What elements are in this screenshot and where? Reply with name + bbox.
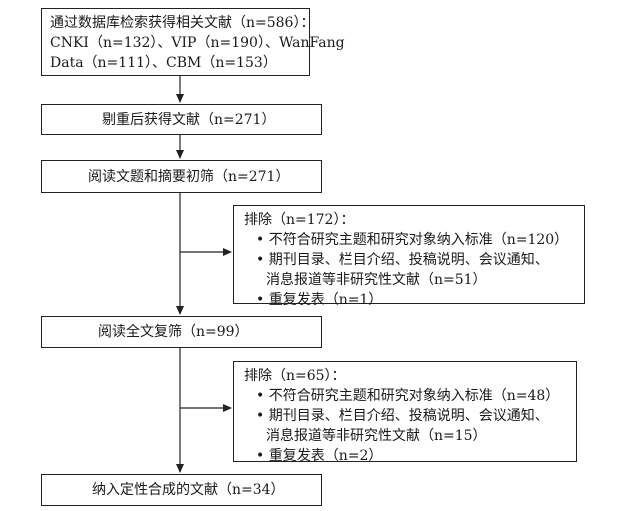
fulltext-screening-box: 阅读全文复筛（n=99） — [41, 316, 322, 348]
exclusion-1-item-2: • 期刊目录、栏目介绍、投稿说明、会议通知、 — [256, 252, 549, 268]
exclusion-1-item-3: • 重复发表（n=1） — [256, 292, 383, 308]
dedup-text: 剔重后获得文献（n=271） — [102, 111, 276, 128]
identification-line-2: CNKI（n=132）、VIP（n=190）、WanFang — [50, 35, 345, 51]
included-box: 纳入定性合成的文献（n=34） — [41, 474, 322, 506]
included-text: 纳入定性合成的文献（n=34） — [92, 482, 285, 498]
identification-box: 通过数据库检索获得相关文献（n=586）： CNKI（n=132）、VIP（n=… — [41, 8, 345, 76]
exclusion-2-item-1: • 不符合研究主题和研究对象纳入标准（n=48） — [256, 388, 560, 404]
exclusion-2-title: 排除（n=65）： — [244, 368, 346, 384]
title-abstract-screening-box: 阅读文题和摘要初筛（n=271） — [41, 160, 322, 193]
identification-line-3: Data（n=111）、CBM（n=153） — [50, 55, 277, 71]
fulltext-screening-text: 阅读全文复筛（n=99） — [98, 324, 249, 340]
exclusion-2-item-2-cont: 消息报道等非研究性文献（n=15） — [266, 428, 487, 444]
exclusion-box-2: 排除（n=65）： • 不符合研究主题和研究对象纳入标准（n=48） • 期刊目… — [233, 361, 577, 464]
exclusion-1-item-1: • 不符合研究主题和研究对象纳入标准（n=120） — [256, 232, 569, 248]
title-abstract-screening-text: 阅读文题和摘要初筛（n=271） — [88, 168, 290, 185]
dedup-box: 剔重后获得文献（n=271） — [41, 104, 322, 135]
exclusion-1-title: 排除（n=172）： — [244, 212, 355, 228]
exclusion-2-item-2: • 期刊目录、栏目介绍、投稿说明、会议通知、 — [256, 408, 549, 424]
exclusion-1-item-2-cont: 消息报道等非研究性文献（n=51） — [266, 272, 487, 288]
exclusion-2-item-3: • 重复发表（n=2） — [256, 448, 383, 464]
identification-line-1: 通过数据库检索获得相关文献（n=586）： — [50, 15, 315, 31]
exclusion-box-1: 排除（n=172）： • 不符合研究主题和研究对象纳入标准（n=120） • 期… — [233, 205, 585, 308]
